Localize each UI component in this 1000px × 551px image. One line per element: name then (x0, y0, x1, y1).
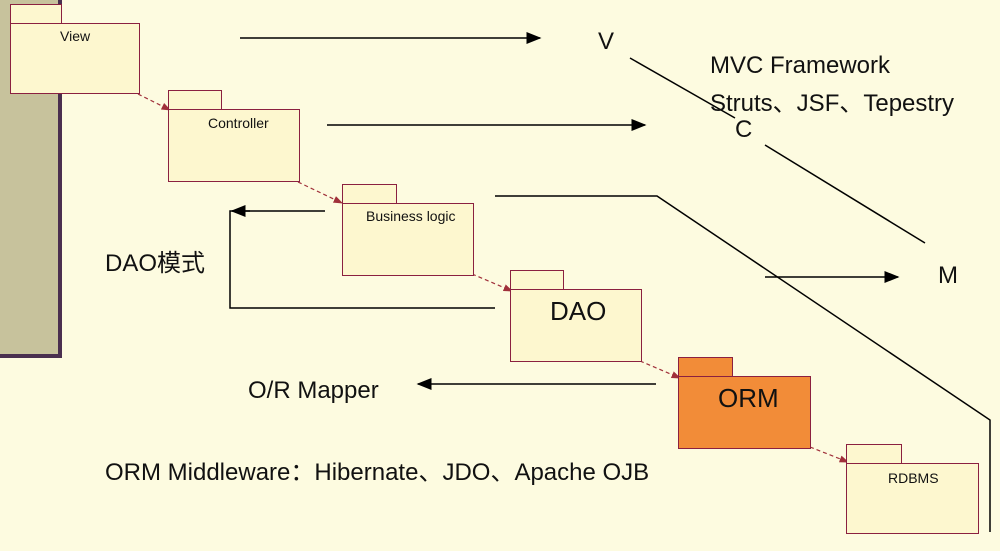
label-c: C (735, 116, 753, 143)
package-orm-label: ORM (718, 383, 779, 413)
package-rdbms: RDBMS (846, 444, 979, 534)
dependency-dao-orm (639, 360, 682, 379)
package-controller-label: Controller (208, 115, 269, 131)
dependency-orm-rdbms (809, 446, 850, 463)
label-v: V (598, 28, 615, 55)
dependency-business-dao (471, 273, 514, 292)
package-orm: ORM (678, 357, 811, 449)
mvc-diagonal-c-m (764, 144, 926, 244)
package-controller: Controller (168, 90, 300, 182)
package-business-logic: Business logic (342, 184, 474, 276)
package-rdbms-label: RDBMS (888, 470, 939, 486)
mvc-framework-title: MVC Framework (710, 52, 891, 79)
mvc-framework-examples: Struts、JSF、Tepestry (710, 90, 955, 117)
package-view: View (10, 4, 140, 94)
package-dao-label: DAO (550, 296, 607, 326)
dao-pattern-label: DAO模式 (105, 250, 206, 277)
package-view-label: View (60, 28, 91, 44)
orm-middleware-label: ORM Middleware：Hibernate、JDO、Apache OJB (105, 459, 650, 486)
package-dao: DAO (510, 270, 642, 362)
dependency-view-controller (137, 93, 172, 111)
label-m: M (938, 262, 958, 289)
package-business-logic-label: Business logic (366, 208, 456, 224)
dao-pattern-bracket (229, 210, 495, 309)
or-mapper-label: O/R Mapper (248, 377, 379, 404)
dependency-controller-business (297, 181, 344, 204)
mvc-diagonal-v-c (629, 57, 736, 119)
business-to-rdbms-line (495, 195, 991, 532)
